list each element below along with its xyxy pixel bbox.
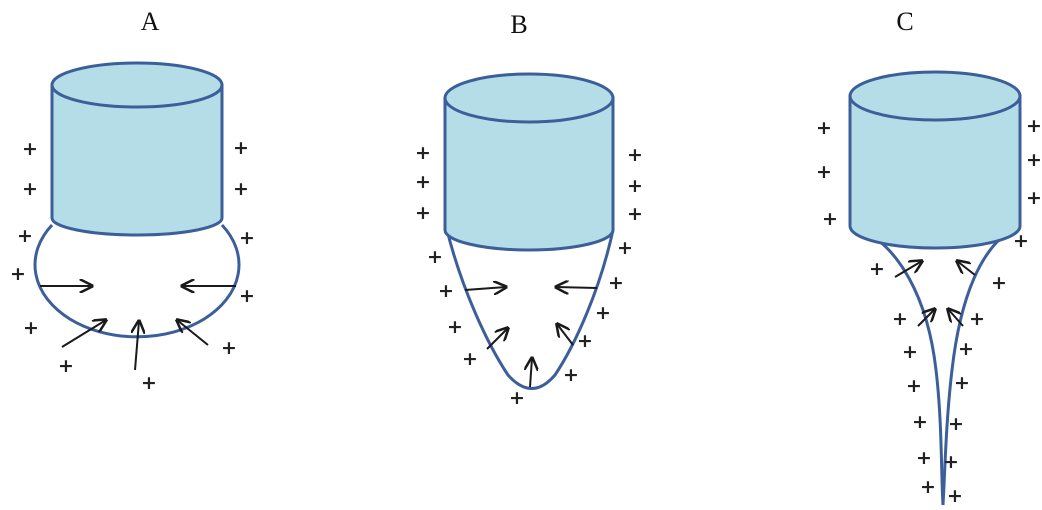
charge-plus: +	[1026, 149, 1042, 171]
panel-a: A + + + + + + + + + + + +	[10, 7, 255, 394]
droplet-cone-b	[445, 229, 615, 390]
arrow	[177, 320, 209, 346]
charge-plus: +	[627, 144, 643, 166]
cylinder-c	[848, 70, 1022, 250]
charge-plus: +	[627, 175, 643, 197]
cylinder-b	[443, 72, 615, 252]
charge-plus: +	[1013, 230, 1029, 252]
charge-plus: +	[141, 372, 157, 394]
charge-plus: +	[920, 476, 936, 498]
force-arrows-c	[894, 261, 976, 327]
charge-plus: +	[577, 330, 593, 352]
charge-plus: +	[509, 387, 525, 409]
cylinder-top-b	[443, 72, 615, 124]
charge-plus: +	[462, 348, 478, 370]
charge-plus: +	[438, 280, 454, 302]
arrow	[556, 287, 598, 288]
panel-c: C + + + + + + + + + + + + + + +	[816, 7, 1042, 507]
charge-plus: +	[233, 178, 249, 200]
charge-plus: +	[23, 317, 39, 339]
charge-plus: +	[902, 341, 918, 363]
charge-plus: +	[239, 285, 255, 307]
charge-plus: +	[991, 272, 1007, 294]
arrow	[486, 328, 508, 350]
force-arrows-b	[464, 287, 598, 388]
charge-plus: +	[415, 202, 431, 224]
charge-plus: +	[892, 308, 908, 330]
charge-plus: +	[22, 138, 38, 160]
arrow	[894, 261, 922, 278]
charge-plus: +	[912, 411, 928, 433]
charge-plus: +	[17, 225, 33, 247]
charge-plus: +	[958, 338, 974, 360]
cylinder-top-a	[50, 61, 224, 109]
taylor-cone-jet-left	[854, 224, 945, 506]
charge-plus: +	[447, 316, 463, 338]
charges-b: + + + + + + + + + + + + + + + +	[415, 142, 643, 409]
arrow	[135, 321, 139, 371]
panel-label-b: B	[510, 10, 527, 39]
force-arrows-a	[40, 286, 236, 371]
charge-plus: +	[221, 337, 237, 359]
charge-plus: +	[58, 355, 74, 377]
charge-plus: +	[1026, 115, 1042, 137]
arrow	[917, 309, 935, 327]
charge-plus: +	[816, 117, 832, 139]
charge-plus: +	[943, 451, 959, 473]
panel-b: B + + + + + + + + + + + + + + +	[415, 10, 643, 409]
arrow	[464, 287, 506, 290]
charge-plus: +	[617, 237, 633, 259]
arrow	[557, 324, 574, 346]
charge-plus: +	[233, 137, 249, 159]
cylinder-body-b	[443, 96, 615, 252]
charge-plus: +	[822, 208, 838, 230]
charge-plus: +	[947, 485, 963, 507]
droplet-sphere-a	[33, 223, 241, 339]
arrow	[948, 309, 964, 327]
arrow	[61, 320, 106, 348]
arrow	[957, 261, 976, 276]
charge-plus: +	[10, 263, 26, 285]
panel-label-a: A	[141, 7, 160, 36]
charge-plus: +	[948, 413, 964, 435]
arrow	[530, 358, 532, 388]
charge-plus: +	[969, 308, 985, 330]
charge-plus: +	[415, 171, 431, 193]
charge-plus: +	[415, 142, 431, 164]
cylinder-top-c	[848, 70, 1022, 122]
charge-plus: +	[563, 364, 579, 386]
charge-plus: +	[954, 372, 970, 394]
charges-a: + + + + + + + + + + + +	[10, 137, 255, 394]
charge-plus: +	[1026, 187, 1042, 209]
charge-plus: +	[608, 272, 624, 294]
charges-c: + + + + + + + + + + + + + + + + + + + + …	[816, 115, 1042, 507]
charge-plus: +	[869, 258, 885, 280]
charge-plus: +	[595, 302, 611, 324]
panel-label-c: C	[896, 7, 913, 36]
charge-plus: +	[239, 227, 255, 249]
charge-plus: +	[816, 161, 832, 183]
charge-plus: +	[427, 246, 443, 268]
cylinder-body-c	[848, 94, 1022, 250]
charge-plus: +	[627, 203, 643, 225]
charge-plus: +	[916, 447, 932, 469]
taylor-cone-jet-right	[941, 224, 1019, 506]
charge-plus: +	[22, 178, 38, 200]
charge-plus: +	[906, 375, 922, 397]
cylinder-a	[50, 61, 224, 237]
cylinder-body-a	[50, 83, 224, 237]
